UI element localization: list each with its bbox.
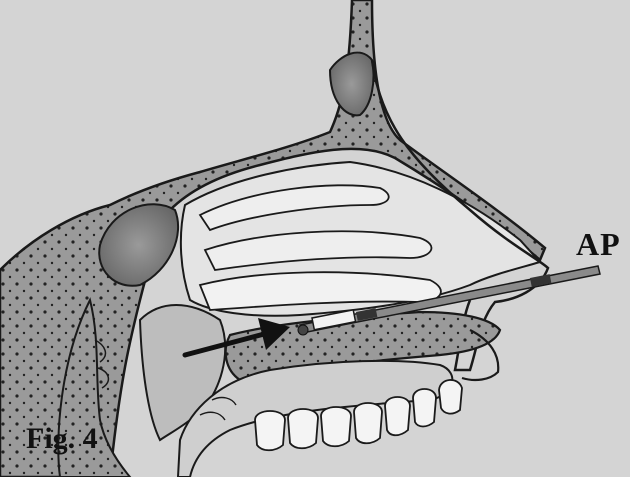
applicator-tip-end <box>298 325 308 335</box>
device-label: AP <box>576 226 621 263</box>
figure-label: Fig. 4 <box>26 422 98 456</box>
